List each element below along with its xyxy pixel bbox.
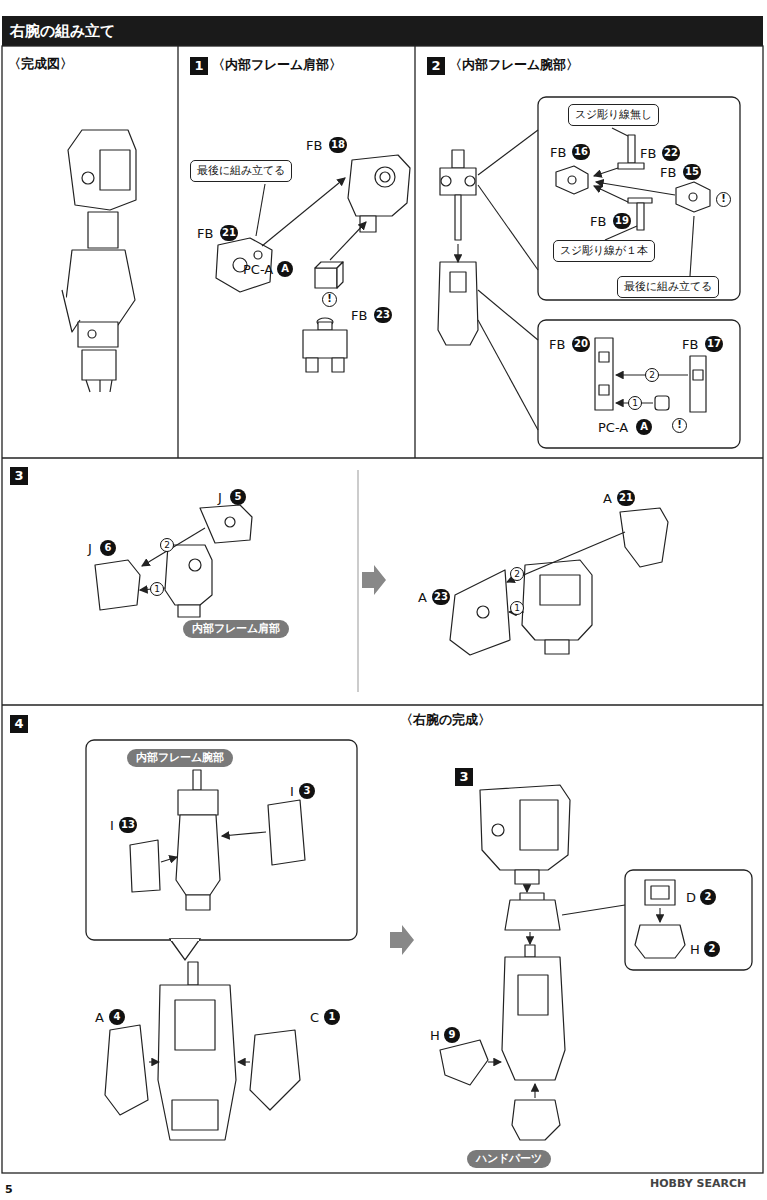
callout-note: スジ彫り線無し (568, 104, 659, 126)
node-text: 内部フレーム肩部 (192, 622, 280, 635)
part-number: 20 (572, 336, 590, 352)
node-text: スジ彫り線が１本 (560, 244, 648, 257)
part-code: A (603, 491, 612, 507)
part-code: D (686, 890, 696, 906)
part-code: J (218, 490, 222, 506)
part-number: A (277, 261, 293, 277)
node-text: 最後に組み立てる (624, 280, 712, 293)
part-number: 3 (299, 783, 315, 799)
step-order: 2 (160, 538, 174, 552)
caution-mark: ! (716, 192, 731, 207)
part-number: 22 (662, 145, 680, 161)
callout-note: スジ彫り線が１本 (553, 240, 655, 262)
part-number: 19 (613, 213, 631, 229)
part-number: 23 (432, 589, 450, 605)
part-code: PC-A (598, 420, 628, 436)
step-badge: 2 (427, 57, 445, 75)
node-text: 4 (14, 716, 23, 731)
part-code: J (88, 541, 92, 557)
part-number: 21 (220, 225, 238, 241)
part-code: FB (640, 146, 656, 162)
part-number: 1 (324, 1009, 340, 1025)
watermark: HOBBY SEARCH (648, 1177, 748, 1191)
part-code: H (430, 1028, 440, 1044)
part-number: 5 (230, 489, 246, 505)
node-text: 1 (194, 58, 203, 73)
step-order: 1 (510, 601, 524, 615)
label-pill: 内部フレーム肩部 (183, 620, 289, 638)
part-number: 13 (119, 817, 137, 833)
node-text: スジ彫り線無し (575, 108, 652, 121)
part-code: I (290, 784, 294, 800)
part-code: FB (590, 214, 606, 230)
part-number: 6 (100, 540, 116, 556)
part-number: 2 (700, 889, 716, 905)
part-code: FB (351, 308, 367, 324)
step-badge: 4 (10, 715, 28, 733)
step-badge: 3 (455, 768, 473, 786)
page-title: 右腕の組み立て (10, 21, 115, 41)
page-number: 5 (5, 1183, 13, 1197)
part-code: FB (197, 226, 213, 242)
section-heading: 〈内部フレーム腕部〉 (449, 57, 579, 73)
part-code: C (310, 1010, 319, 1026)
node-text: 3 (459, 769, 468, 784)
part-code: FB (660, 165, 676, 181)
part-code: A (95, 1010, 104, 1026)
part-code: A (418, 590, 427, 606)
part-number: 2 (704, 941, 720, 957)
step-order: 1 (150, 582, 164, 596)
callout-note: 最後に組み立てる (190, 160, 292, 182)
section-heading: 〈完成図〉 (8, 56, 73, 72)
part-number: 15 (683, 164, 701, 180)
part-code: FB (306, 138, 322, 154)
node-text: ハンドパーツ (476, 1152, 542, 1165)
caution-mark: ! (322, 292, 337, 307)
section-heading: 〈右腕の完成〉 (400, 712, 491, 728)
step-order: 2 (510, 567, 524, 581)
part-number: 9 (444, 1027, 460, 1043)
part-code: I (110, 818, 114, 834)
label-pill: 内部フレーム腕部 (127, 749, 233, 767)
step-badge: 3 (10, 467, 28, 485)
part-number: 18 (329, 137, 347, 153)
part-code: FB (549, 337, 565, 353)
step-badge: 1 (190, 57, 208, 75)
step-order: 2 (645, 368, 659, 382)
label-pill: ハンドパーツ (467, 1150, 551, 1168)
callout-note: 最後に組み立てる (617, 276, 719, 298)
caution-mark: ! (672, 418, 687, 433)
node-text: 内部フレーム腕部 (136, 751, 224, 764)
part-number: A (636, 419, 652, 435)
node-text: 2 (431, 58, 440, 73)
part-code: H (690, 942, 700, 958)
step-order: 1 (628, 396, 642, 410)
part-number: 16 (572, 144, 590, 160)
node-text: 3 (14, 468, 23, 483)
part-number: 21 (617, 490, 635, 506)
part-code: PC-A (243, 262, 273, 278)
part-number: 17 (705, 336, 723, 352)
section-heading: 〈内部フレーム肩部〉 (212, 57, 342, 73)
part-code: FB (682, 337, 698, 353)
part-number: 4 (109, 1009, 125, 1025)
part-code: FB (550, 145, 566, 161)
part-number: 23 (374, 307, 392, 323)
node-text: 最後に組み立てる (197, 164, 285, 177)
